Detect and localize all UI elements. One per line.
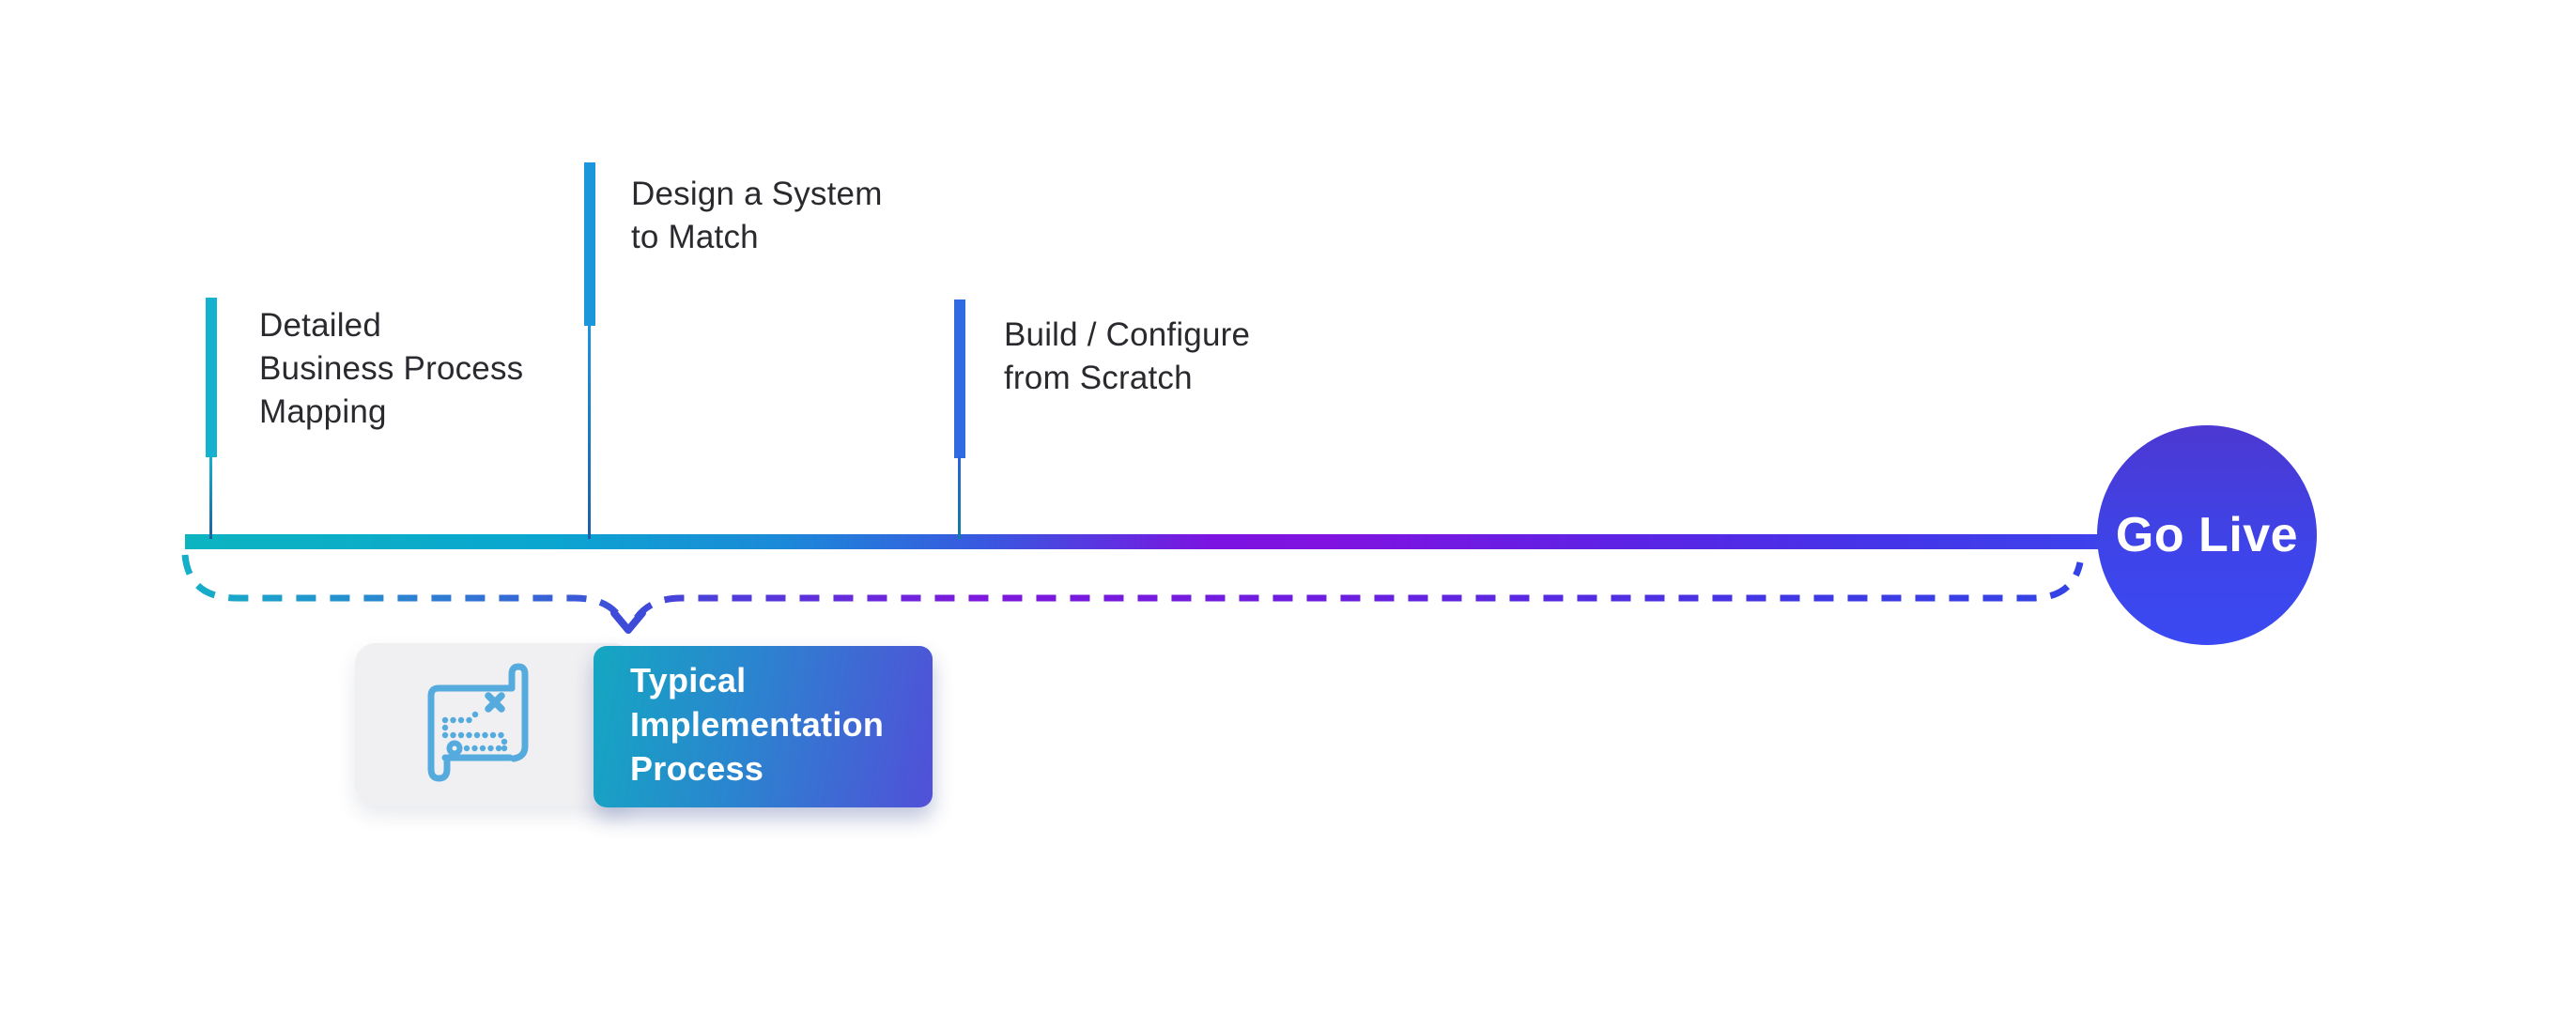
milestone-tick-bar <box>954 300 965 458</box>
milestone-label: Design a System to Match <box>631 176 883 255</box>
treasure-map-icon <box>427 663 529 782</box>
bracket-left-segment <box>181 554 624 622</box>
milestone-tick-connector <box>958 456 961 539</box>
dotted-trail <box>441 711 508 752</box>
callout-label-text: Typical Implementation Process <box>630 661 885 788</box>
go-live-circle: Go Live <box>2097 425 2317 645</box>
go-live-label: Go Live <box>2115 508 2299 562</box>
milestone-label: Build / Configure from Scratch <box>1004 316 1251 396</box>
callout-label: Typical Implementation Process <box>594 646 933 807</box>
arrow-down-icon <box>610 609 646 634</box>
milestone-tick-bar <box>206 298 217 457</box>
milestone-tick-connector <box>209 455 212 539</box>
timeline-line <box>185 534 2160 549</box>
bracket-right-segment <box>634 561 2084 621</box>
icon-card <box>355 643 633 806</box>
milestone-tick-connector <box>588 324 591 539</box>
milestone-tick-bar <box>584 162 595 326</box>
milestone-label: Detailed Business Process Mapping <box>259 307 524 430</box>
